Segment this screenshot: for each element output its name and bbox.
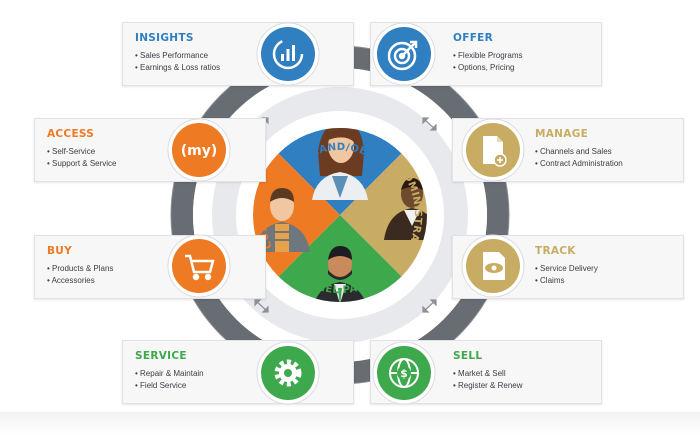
gear-icon bbox=[274, 359, 302, 387]
channel-partner-person bbox=[312, 246, 368, 302]
insights-badge bbox=[256, 22, 320, 86]
manage-badge bbox=[461, 118, 525, 182]
shopping-cart-icon bbox=[185, 254, 215, 281]
track-badge bbox=[461, 234, 525, 298]
service-badge bbox=[256, 341, 320, 405]
list-item: Contract Administration bbox=[535, 158, 623, 170]
list-item: Service Delivery bbox=[535, 263, 598, 275]
list-item: Repair & Maintain bbox=[135, 368, 204, 380]
card-title: TRACK bbox=[535, 245, 576, 257]
brand-oem-person bbox=[312, 128, 368, 200]
card-buy: BUY Products & Plans Accessories bbox=[34, 235, 266, 299]
document-eye-icon bbox=[483, 252, 505, 280]
list-item: Flexible Programs bbox=[453, 50, 522, 62]
list-item: Accessories bbox=[47, 275, 113, 287]
card-list: Sales Performance Earnings & Loss ratios bbox=[135, 50, 220, 74]
document-add-icon bbox=[483, 136, 507, 167]
card-list: Channels and Sales Contract Administrati… bbox=[535, 146, 623, 170]
list-item: Self-Service bbox=[47, 146, 117, 158]
access-badge: (my) bbox=[167, 118, 231, 182]
target-icon bbox=[387, 40, 418, 71]
list-item: Sales Performance bbox=[135, 50, 220, 62]
card-title: BUY bbox=[47, 245, 73, 257]
list-item: Channels and Sales bbox=[535, 146, 623, 158]
customer-person bbox=[254, 188, 310, 252]
list-item: Support & Service bbox=[47, 158, 116, 170]
offer-badge bbox=[372, 22, 436, 86]
card-list: Flexible Programs Options, Pricing bbox=[453, 50, 523, 74]
list-item: Field Service bbox=[135, 380, 204, 392]
list-item: Options, Pricing bbox=[453, 62, 523, 74]
card-title: ACCESS bbox=[47, 128, 95, 140]
bar-chart-icon bbox=[272, 38, 304, 70]
dollar-sign-icon: $ bbox=[400, 367, 408, 380]
card-list: Products & Plans Accessories bbox=[47, 263, 114, 287]
sell-badge: $ bbox=[372, 341, 436, 405]
card-title: INSIGHTS bbox=[135, 32, 194, 44]
bottom-fade bbox=[0, 412, 700, 435]
card-list: Service Delivery Claims bbox=[535, 263, 598, 287]
list-item: Claims bbox=[535, 275, 598, 287]
double-arrow-icon bbox=[422, 299, 437, 313]
card-title: OFFER bbox=[453, 32, 494, 44]
list-item: Products & Plans bbox=[47, 263, 113, 275]
card-list: Market & Sell Register & Renew bbox=[453, 368, 523, 392]
double-arrow-icon bbox=[254, 299, 269, 313]
list-item: Earnings & Loss ratios bbox=[135, 62, 220, 74]
card-title: SERVICE bbox=[135, 350, 187, 362]
card-title: SELL bbox=[453, 350, 483, 362]
card-list: Self-Service Support & Service bbox=[47, 146, 117, 170]
list-item: Register & Renew bbox=[453, 380, 522, 392]
card-title: MANAGE bbox=[535, 128, 589, 140]
list-item: Market & Sell bbox=[453, 368, 523, 380]
double-arrow-icon bbox=[422, 117, 437, 131]
card-list: Repair & Maintain Field Service bbox=[135, 368, 204, 392]
buy-badge bbox=[167, 234, 231, 298]
my-account-icon: (my) bbox=[181, 143, 218, 159]
